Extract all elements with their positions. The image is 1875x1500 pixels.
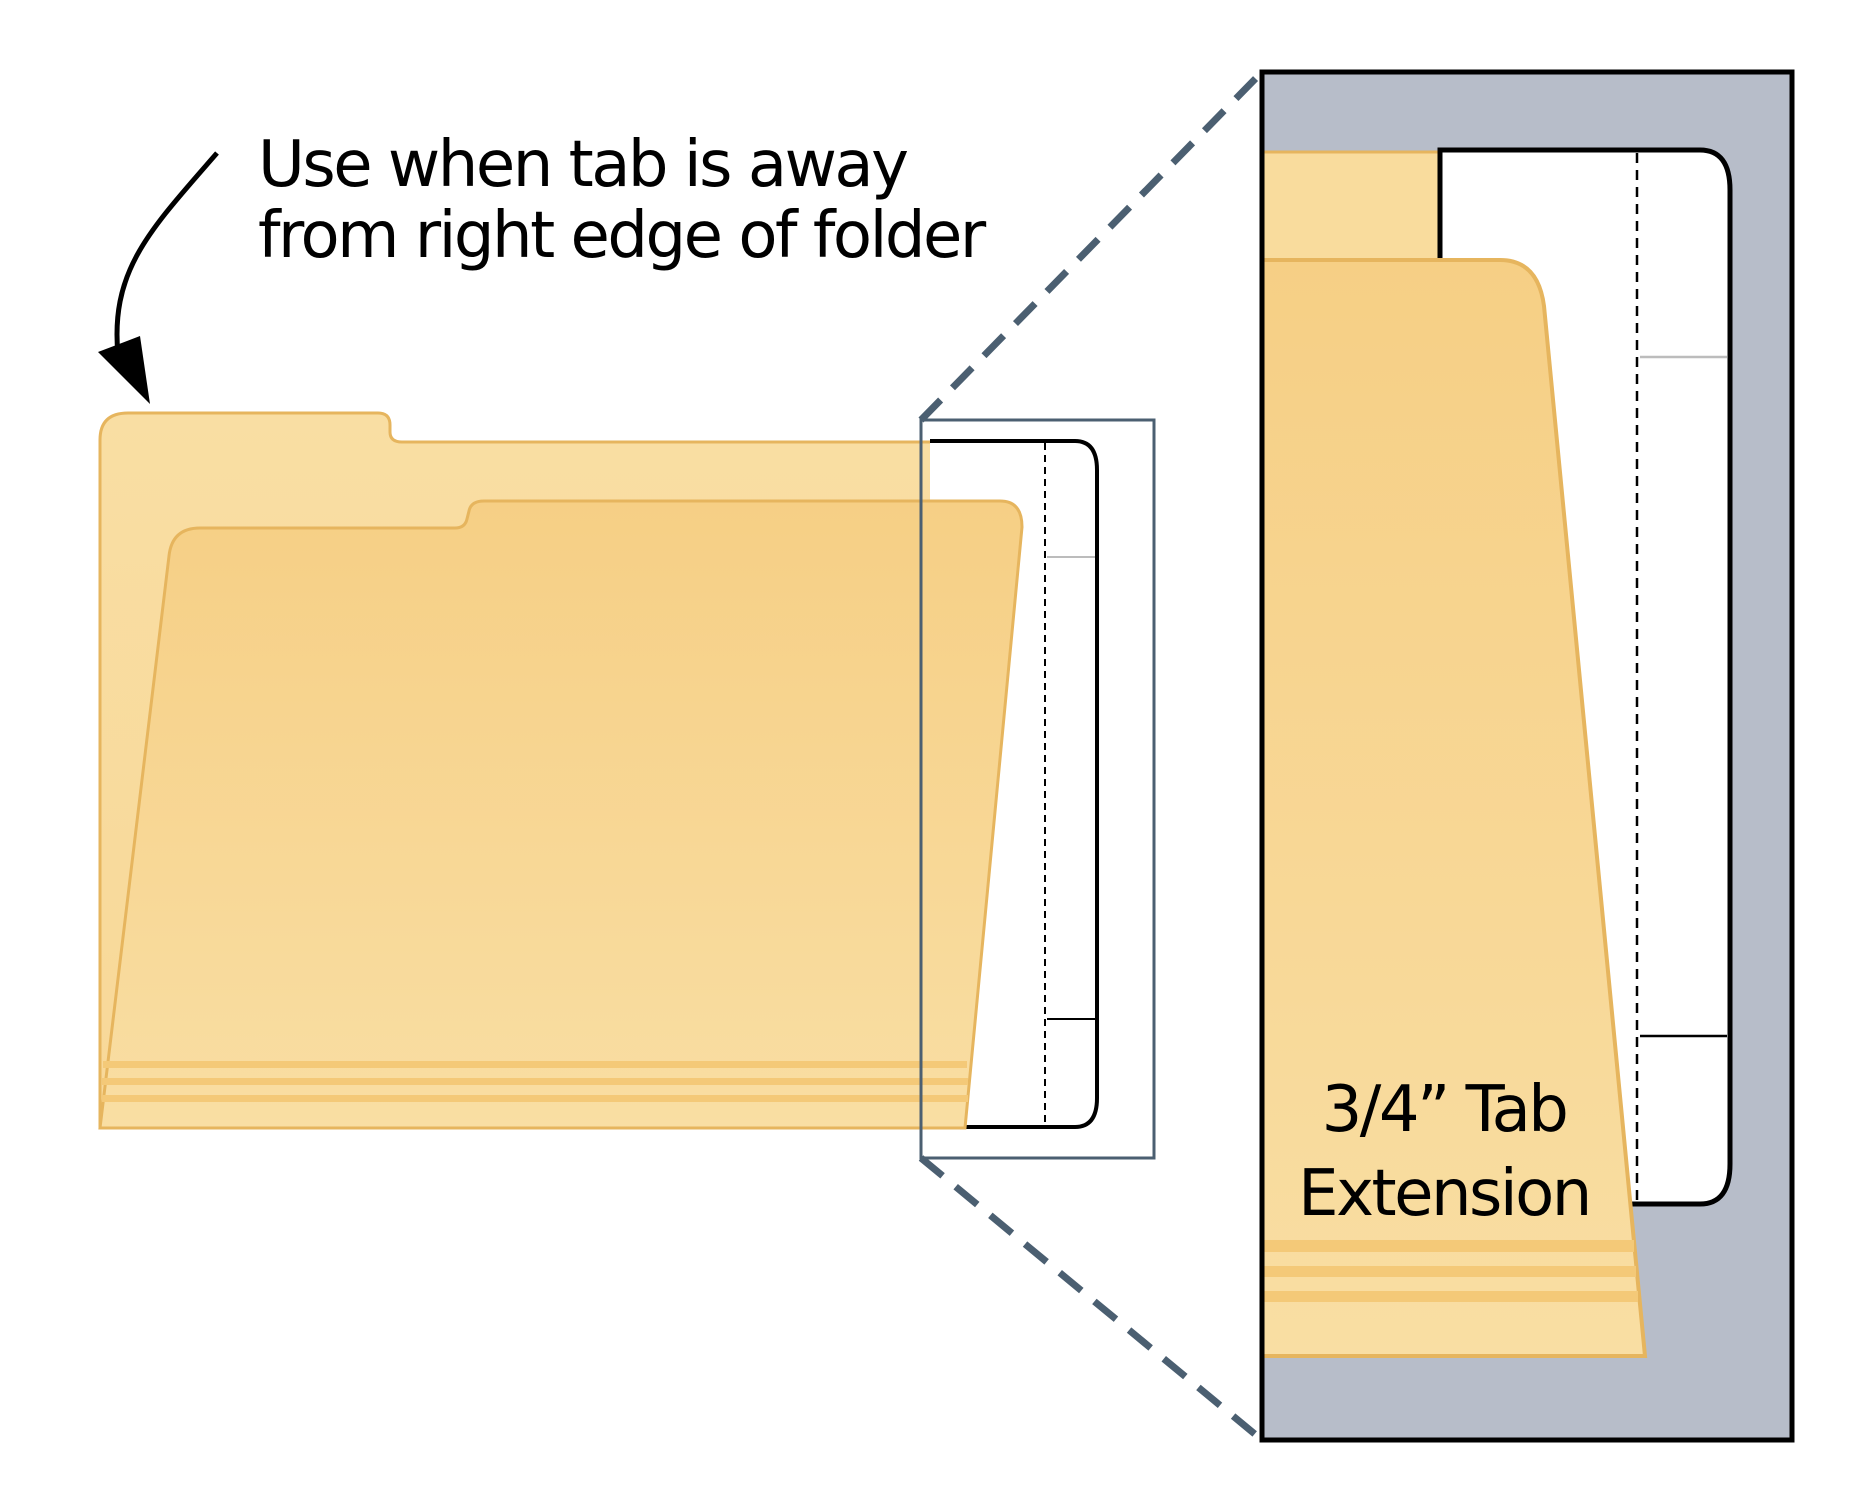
folder-bottom-stripes (102, 1061, 968, 1102)
annotation-line-1: Use when tab is away (258, 128, 907, 202)
zoom-connector-bottom (918, 1155, 1265, 1443)
curved-arrow-icon (98, 151, 219, 404)
tab-extension-label-line-1: 3/4” Tab (1322, 1073, 1567, 1147)
zoom-inset-border (1259, 69, 1795, 1443)
zoom-connector-top (918, 69, 1265, 423)
zoom-region-frame (919, 418, 1156, 1160)
annotation-line-2: from right edge of folder (258, 199, 987, 273)
tab-extension-label-line-2: Extension (1298, 1157, 1590, 1231)
front-folder (98, 499, 1024, 1130)
zoom-inset (1259, 69, 1795, 1443)
